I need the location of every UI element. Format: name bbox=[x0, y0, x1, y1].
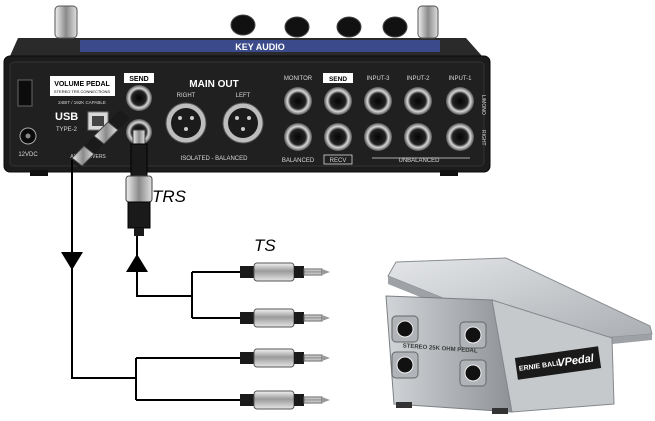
jack-row-top bbox=[284, 87, 474, 115]
send-label-box bbox=[124, 73, 154, 83]
send2-label: SEND bbox=[329, 76, 347, 83]
jack-icon bbox=[324, 87, 352, 115]
arrow-up-icon bbox=[126, 254, 148, 272]
jack-icon bbox=[404, 87, 432, 115]
ts-plug-icon bbox=[240, 348, 330, 368]
jack-icon bbox=[446, 87, 474, 115]
power-label: 12VDC bbox=[18, 152, 38, 158]
send-label: SEND bbox=[129, 76, 148, 83]
volume-pedal-subtitle: STEREO TRS CONNECTIONS bbox=[54, 89, 110, 94]
trs-plug-icon bbox=[125, 129, 153, 236]
wire-output bbox=[71, 160, 136, 379]
device-foot bbox=[30, 170, 48, 176]
jack-icon bbox=[284, 123, 312, 151]
recv-label: RECV bbox=[330, 158, 347, 164]
pedal-jack-icon bbox=[464, 326, 482, 344]
device-top-banner-text: KEY AUDIO bbox=[235, 42, 285, 52]
device-top-banner bbox=[80, 40, 440, 52]
knob-icon bbox=[382, 16, 408, 38]
angled-plug-icon bbox=[70, 110, 130, 168]
unbalanced-label: UNBALANCED bbox=[398, 158, 440, 164]
right-footswitch-icon bbox=[417, 5, 439, 39]
jack-icon bbox=[284, 87, 312, 115]
monitor-label: MONITOR bbox=[284, 76, 313, 82]
knob-icon bbox=[336, 16, 362, 38]
jack-icon bbox=[404, 123, 432, 151]
xlr-left-icon bbox=[222, 102, 264, 144]
input2-label: INPUT-2 bbox=[406, 76, 430, 82]
pedal-jack-icon bbox=[396, 320, 414, 338]
arrow-down-icon bbox=[61, 252, 83, 270]
wire-input bbox=[136, 236, 192, 297]
main-out-label: MAIN OUT bbox=[189, 79, 238, 90]
power-switch bbox=[17, 79, 33, 107]
ts-plug-group bbox=[240, 262, 330, 410]
pedal-foot bbox=[492, 408, 508, 414]
knob-icon bbox=[230, 14, 256, 36]
pedal-jack-icon bbox=[464, 364, 482, 382]
input1-label: INPUT-1 bbox=[448, 76, 472, 82]
main-out-left-label: LEFT bbox=[236, 93, 251, 99]
pedal-model: VPedal bbox=[557, 352, 596, 369]
jack-icon bbox=[324, 123, 352, 151]
xlr-right-icon bbox=[165, 102, 207, 144]
ts-plug-icon bbox=[240, 262, 330, 282]
jack-icon bbox=[364, 87, 392, 115]
knob-icon bbox=[284, 16, 310, 38]
pedal-foot bbox=[396, 402, 412, 408]
input3-label: INPUT-3 bbox=[366, 76, 390, 82]
jack-icon bbox=[446, 123, 474, 151]
pedal-jack-icon bbox=[396, 356, 414, 374]
volume-pedal-label-box bbox=[50, 76, 115, 96]
ts-plug-icon bbox=[240, 308, 330, 328]
volume-pedal: STEREO 25K OHM PEDAL ERNIE BALL VPedal bbox=[385, 257, 653, 414]
send-jack-icon bbox=[126, 85, 152, 111]
main-out-right-label: RIGHT bbox=[177, 93, 196, 99]
volume-pedal-title: VOLUME PEDAL bbox=[54, 81, 110, 88]
right-side-label: RIGHT bbox=[480, 130, 486, 146]
isolated-balanced-label: ISOLATED - BALANCED bbox=[181, 156, 249, 162]
balanced-label: BALANCED bbox=[282, 158, 315, 164]
audio-interface: KEY AUDIO 12VDC VOLUME PEDAL STEREO TRS … bbox=[3, 5, 491, 176]
usb-type-label: TYPE-2 bbox=[56, 127, 78, 133]
pedal-text: STEREO 25K OHM PEDAL bbox=[402, 343, 478, 354]
pedal-logo-band bbox=[514, 346, 602, 380]
jack-row-bottom bbox=[284, 123, 474, 151]
jack-icon bbox=[364, 123, 392, 151]
ts-plug-icon bbox=[240, 390, 330, 410]
send2-label-box bbox=[323, 73, 353, 83]
usb-capable-label: 24BIT / 192K CAPABLE bbox=[58, 100, 106, 105]
usb-label: USB bbox=[55, 111, 78, 123]
device-foot bbox=[440, 170, 458, 176]
knob-row bbox=[230, 14, 408, 38]
trs-label: TRS bbox=[152, 187, 187, 206]
left-footswitch-icon bbox=[54, 5, 78, 39]
recv-label-box bbox=[323, 154, 353, 165]
l-mono-label: L/MONO bbox=[480, 95, 486, 115]
ts-label: TS bbox=[254, 236, 276, 255]
